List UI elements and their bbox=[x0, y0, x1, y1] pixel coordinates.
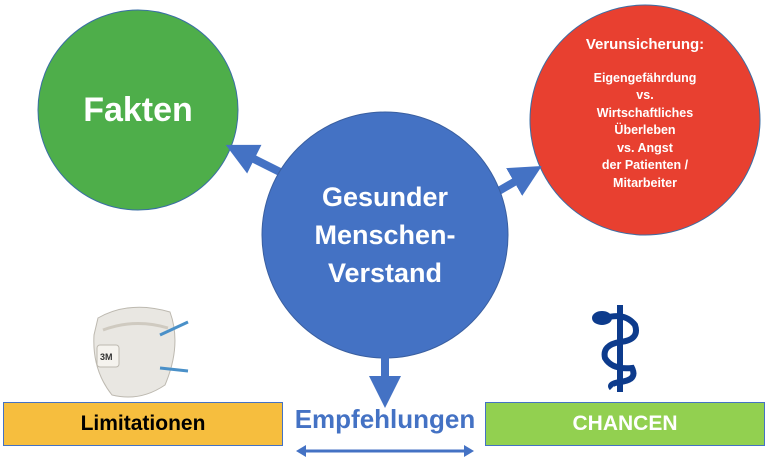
uncertainty-line: vs. bbox=[636, 88, 654, 102]
recommendations-label: Empfehlungen bbox=[294, 404, 476, 434]
uncertainty-line: Eigengefährdung bbox=[593, 70, 697, 85]
uncertainty-circle bbox=[529, 4, 761, 236]
center-label: Gesunder Menschen- Verstand bbox=[262, 112, 508, 358]
facts-label-wrap: Fakten bbox=[38, 10, 238, 210]
limitations-box: Limitationen bbox=[3, 402, 283, 446]
svg-text:3M: 3M bbox=[100, 352, 113, 362]
center-line: Gesunder bbox=[321, 182, 449, 212]
uncertainty-title: Verunsicherung: bbox=[585, 36, 705, 53]
facts-circle bbox=[37, 9, 239, 211]
center-line: Verstand bbox=[327, 258, 443, 288]
limitations-label: Limitationen bbox=[80, 412, 206, 435]
uncertainty-line: Mitarbeiter bbox=[613, 175, 677, 190]
uncertainty-line: vs. Angst bbox=[617, 140, 673, 155]
asclepius-symbol bbox=[592, 305, 639, 392]
uncertainty-line: Wirtschaftliches bbox=[596, 105, 694, 120]
chances-label: CHANCEN bbox=[572, 412, 678, 435]
uncertainty-label: Verunsicherung: Eigengefährdung vs. Wirt… bbox=[530, 36, 760, 192]
center-line: Menschen- bbox=[314, 220, 456, 250]
arrow-to-facts bbox=[225, 144, 282, 176]
uncertainty-line: der Patienten / bbox=[601, 158, 689, 172]
uncertainty-line: Überleben bbox=[614, 123, 676, 137]
facts-label: Fakten bbox=[83, 90, 193, 129]
mask-image: 3M bbox=[93, 306, 189, 398]
chances-box: CHANCEN bbox=[485, 402, 765, 446]
